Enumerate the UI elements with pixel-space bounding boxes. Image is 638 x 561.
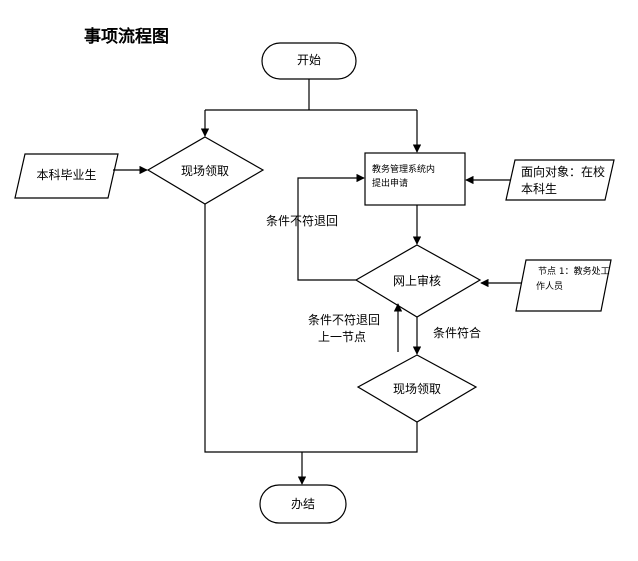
node1-staff-node	[515, 259, 612, 312]
edge-label-reject-back: 条件不符退回	[266, 214, 339, 228]
submit-label-line1: 教务管理系统内	[372, 165, 436, 175]
applicant-label: 本科毕业生	[36, 168, 97, 182]
onsite-pickup-2-label: 现场领取	[392, 382, 441, 396]
audience-node	[505, 159, 615, 201]
edge-label-approved: 条件符合	[433, 326, 482, 340]
page-title: 事项流程图	[84, 27, 169, 47]
end-node	[259, 484, 347, 524]
edge-label-reject-previous-line1: 条件不符退回	[308, 313, 381, 327]
edge-label-reject-previous-line2: 上一节点	[318, 330, 367, 344]
audience-label-line2: 本科生	[521, 182, 558, 196]
online-review-label: 网上审核	[392, 274, 441, 288]
node1-label-line2: 作人员	[536, 282, 564, 292]
onsite-pickup-1-label: 现场领取	[180, 164, 229, 178]
connector-left-merge	[204, 204, 302, 453]
arrow-reject-back	[297, 173, 365, 281]
audience-label-line1: 面向对象：在校	[521, 165, 606, 179]
start-label: 开始	[296, 53, 321, 67]
applicant-node	[14, 153, 119, 199]
node1-label-line1: 节点 1：教务处工	[538, 267, 610, 277]
submit-label-line2: 提出申请	[372, 179, 409, 189]
submit-application-node	[364, 152, 466, 206]
end-label: 办结	[290, 497, 315, 511]
connector-right-merge	[302, 422, 418, 453]
